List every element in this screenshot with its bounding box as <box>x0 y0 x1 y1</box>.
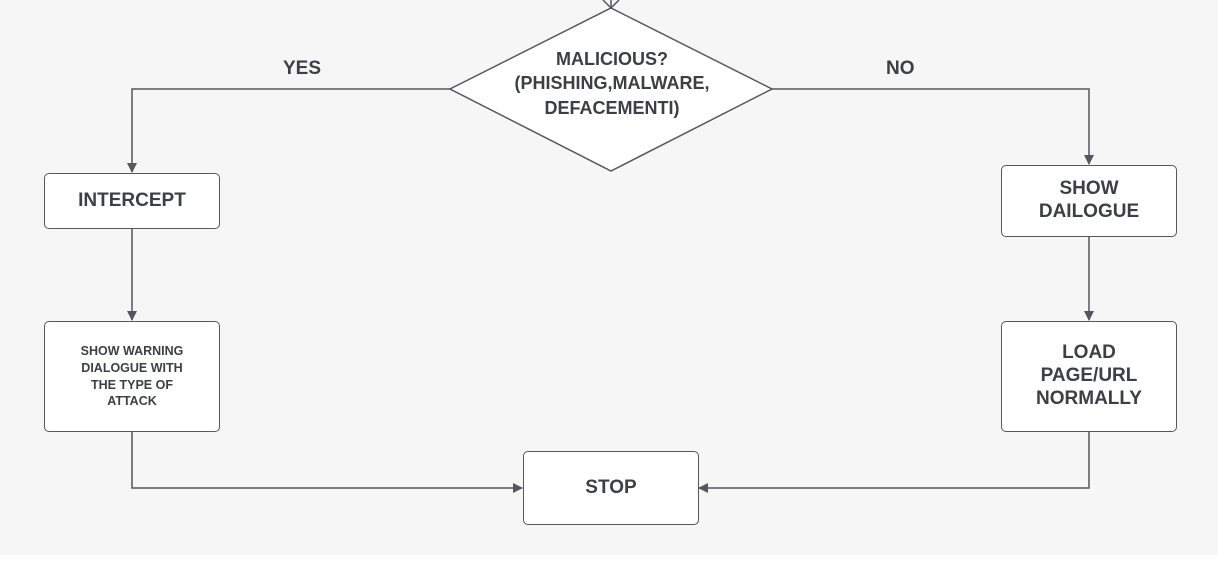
load-page-line-1: LOAD <box>1062 342 1116 364</box>
show-dialogue-node: SHOW DAILOGUE <box>1001 165 1177 237</box>
show-dialogue-line-2: DAILOGUE <box>1038 201 1140 222</box>
load-page-node: LOAD PAGE/URL NORMALLY <box>1001 321 1177 432</box>
decision-line-2: (PHISHING,MALWARE, <box>514 73 710 94</box>
load-to-stop-connector <box>698 432 1090 493</box>
load-page-line-2: PAGE/URL <box>1040 365 1138 387</box>
decision-line-3: DEFACEMENTI) <box>544 97 680 118</box>
decision-label: MALICIOUS? (PHISHING,MALWARE, DEFACEMENT… <box>462 47 762 120</box>
decision-line-1: MALICIOUS? <box>556 49 668 69</box>
show-warning-line-3: THE TYPE OF <box>91 377 173 392</box>
show-warning-node: SHOW WARNING DIALOGUE WITH THE TYPE OF A… <box>44 321 220 432</box>
yes-branch-label: YES <box>283 58 322 79</box>
show-dialogue-line-1: SHOW <box>1059 178 1119 200</box>
warning-to-stop-connector <box>131 432 523 493</box>
stop-node: STOP <box>523 451 699 525</box>
flowchart-connectors <box>127 0 1094 493</box>
no-connector <box>772 88 1094 165</box>
yes-connector <box>127 88 450 173</box>
load-page-line-3: NORMALLY <box>1036 387 1142 409</box>
show-warning-line-4: ATTACK <box>107 394 157 409</box>
intercept-label: INTERCEPT <box>78 189 186 211</box>
no-branch-label: NO <box>886 58 915 79</box>
decision-diamond <box>448 7 774 172</box>
show-warning-line-2: DIALOGUE WITH <box>81 360 183 375</box>
stop-label: STOP <box>585 476 637 498</box>
flowchart-canvas: MALICIOUS? (PHISHING,MALWARE, DEFACEMENT… <box>44 0 1177 525</box>
intercept-node: INTERCEPT <box>44 173 220 229</box>
show-warning-line-1: SHOW WARNING <box>80 343 184 358</box>
